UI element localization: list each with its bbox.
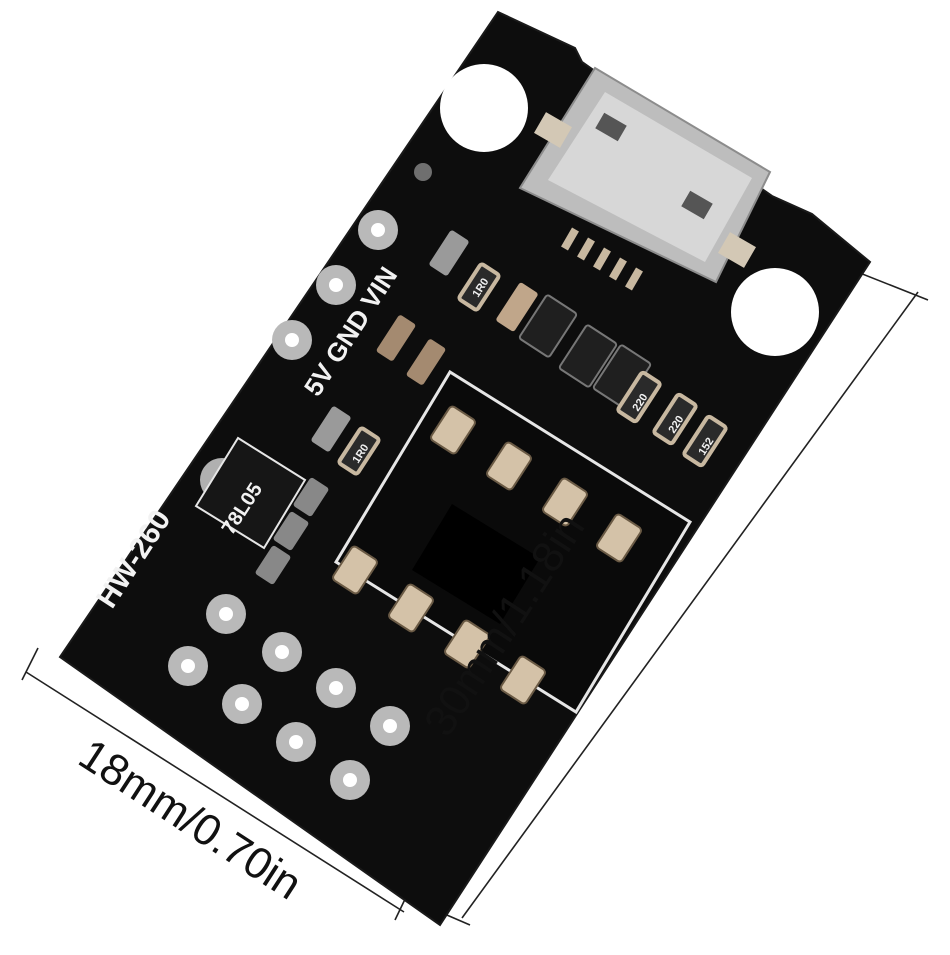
- dip8-socket: [332, 369, 693, 715]
- micro-usb-connector: [518, 66, 772, 291]
- power-pin-pads: [272, 210, 398, 360]
- isp-header-pads: [168, 594, 410, 800]
- via-dot: [414, 163, 432, 181]
- smd-components: [255, 230, 728, 585]
- mounting-hole: [731, 268, 819, 356]
- mounting-hole: [440, 64, 528, 152]
- voltage-regulator: [194, 436, 307, 550]
